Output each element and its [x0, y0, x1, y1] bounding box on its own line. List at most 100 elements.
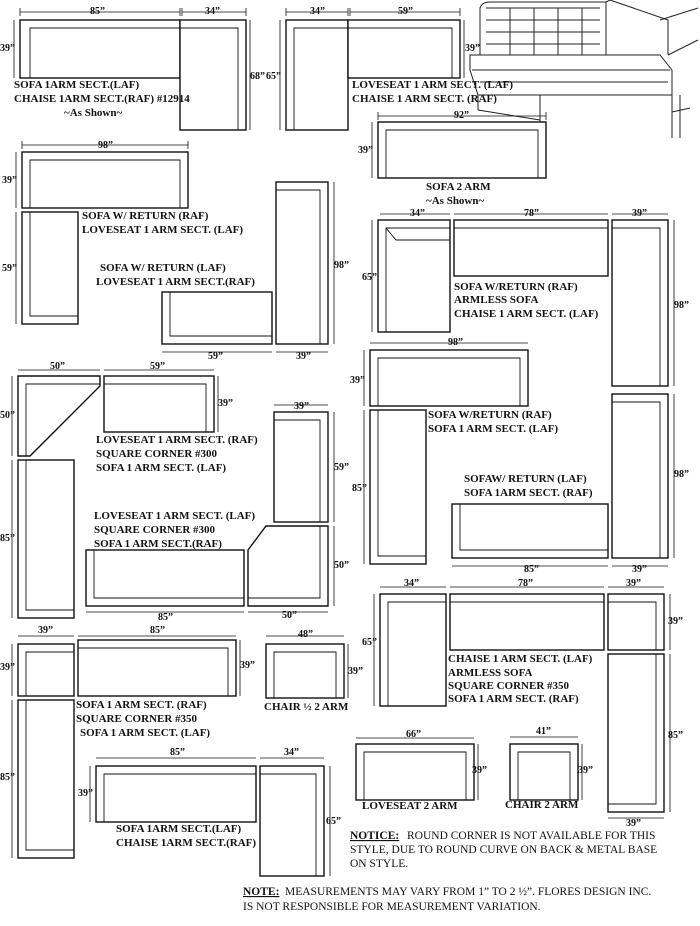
dim-width-34: 34”: [310, 6, 325, 17]
dim-width-85: 85”: [170, 747, 185, 758]
sofa-2arm-piece: [377, 121, 547, 179]
label-line: SOFA 1 ARM SECT. (RAF): [76, 699, 207, 711]
loveseat-1arm-raf-piece: [103, 375, 215, 433]
config-sofa-chaise-raf: 85” 34” 39” 65” SOFA 1ARM SECT.(LAF) CHA…: [78, 747, 341, 877]
label-line: SQUARE CORNER #300: [94, 524, 216, 536]
chair-half-label: CHAIR ½ 2 ARM: [264, 701, 349, 713]
config-loveseat-corner300-sofa: 50” 59” 50” 39” 85” LOVESEAT 1 ARM SECT.…: [0, 361, 258, 619]
dim-width-39: 39”: [294, 401, 309, 412]
note-line: IS NOT RESPONSIBLE FOR MEASUREMENT VARIA…: [243, 901, 541, 913]
dim-depth-39: 39”: [472, 765, 487, 776]
label-line: CHAISE 1ARM SECT.(RAF): [116, 837, 256, 849]
dim-depth-65: 65”: [362, 272, 377, 283]
chair-half-2arm-piece: [265, 643, 345, 699]
label-line: SOFA 1 ARM SECT. (LAF): [428, 423, 558, 435]
label-line: CHAISE 1 ARM SECT. (LAF): [454, 308, 599, 320]
notice-line: ROUND CORNER IS NOT AVAILABLE FOR THIS: [407, 830, 655, 842]
dim-width-41: 41”: [536, 726, 551, 737]
notice-heading: NOTICE:: [350, 830, 399, 842]
loveseat-1arm-laf-piece: [347, 19, 461, 79]
dim-width-78: 78”: [518, 578, 533, 589]
sofa-with-return-piece: [369, 349, 529, 407]
dim-width-85: 85”: [150, 625, 165, 636]
armless-sofa-piece: [453, 219, 609, 277]
sofa-1arm-laf-piece: [17, 459, 75, 619]
dim-depth-59: 59”: [334, 462, 349, 473]
notice-line: ON STYLE.: [350, 858, 408, 870]
sofa-1arm-laf-piece: [95, 765, 257, 823]
label-line: SOFA W/ RETURN (LAF): [100, 262, 226, 274]
dim-depth-39: 39”: [578, 765, 593, 776]
label-line: SOFA W/ RETURN (RAF): [82, 210, 209, 222]
config-loveseat-2arm: 66” 39” LOVESEAT 2 ARM: [355, 729, 487, 812]
dim-depth-65: 65”: [326, 816, 341, 827]
label-line: SOFA W/RETURN (RAF): [454, 281, 578, 293]
note-block: NOTE: MEASUREMENTS MAY VARY FROM 1” TO 2…: [243, 886, 651, 913]
dim-width-92: 92”: [454, 110, 469, 121]
sofa-1arm-laf-piece: [19, 19, 181, 79]
label-line: LOVESEAT 1 ARM SECT. (LAF): [94, 510, 255, 522]
dim-depth-39: 39”: [2, 175, 17, 186]
config-loveseat-corner300-sofa-raf: 39” 59” 50” 85” 50” LOVESEAT 1 ARM SECT.…: [85, 401, 349, 623]
label-line: SOFA 1ARM SECT.(LAF): [14, 79, 140, 91]
chaise-1arm-laf-piece: [379, 593, 447, 707]
dim-depth-65: 65”: [266, 71, 281, 82]
loveseat-2arm-label: LOVESEAT 2 ARM: [362, 800, 458, 812]
label-line: SOFA 1ARM SECT.(LAF): [116, 823, 242, 835]
dim-depth-39: 39”: [78, 788, 93, 799]
dim-width-39: 39”: [38, 625, 53, 636]
config-chaise-armless-corner350-sofa: 34” 78” 39” 65” 39” 85” 39” CHAISE 1 ARM…: [362, 578, 683, 829]
dim-depth-39: 39”: [465, 43, 480, 54]
dim-depth-65: 65”: [362, 637, 377, 648]
dim-depth-39: 39”: [0, 662, 15, 673]
label-line: ~As Shown~: [426, 195, 484, 207]
sofa-with-return-piece: [377, 219, 451, 333]
label-line: ARMLESS SOFA: [454, 294, 539, 306]
dim-width-85: 85”: [158, 612, 173, 623]
square-corner-350-piece: [607, 593, 665, 651]
dim-depth-39: 39”: [218, 398, 233, 409]
config-chair-2arm: 41” 39” CHAIR 2 ARM: [505, 726, 593, 811]
sofa-1arm-laf-piece: [369, 409, 427, 565]
config-chair-half: 48” 39” CHAIR ½ 2 ARM: [264, 629, 363, 713]
dim-depth-50: 50”: [334, 560, 349, 571]
notice-line: STYLE, DUE TO ROUND CURVE ON BACK & META…: [350, 844, 657, 856]
config-sofa-return-raf-sofa: 98” 39” 85” SOFA W/RETURN (RAF) SOFA 1 A…: [350, 337, 558, 565]
sofa-with-return-piece: [611, 393, 669, 559]
square-corner-300-piece: [247, 525, 329, 607]
dim-depth-59: 59”: [2, 263, 17, 274]
dim-depth-39: 39”: [350, 375, 365, 386]
dim-width-50: 50”: [282, 610, 297, 621]
loveseat-1arm-laf-piece: [21, 211, 79, 325]
sofa-sketch-illustration: [469, 0, 699, 139]
dim-width-34: 34”: [284, 747, 299, 758]
dim-width-39: 39”: [296, 351, 311, 362]
note-heading: NOTE:: [243, 886, 279, 898]
sofa-1arm-raf-piece: [607, 653, 665, 813]
label-line: LOVESEAT 1 ARM SECT. (LAF): [352, 79, 513, 91]
dim-depth-85: 85”: [668, 730, 683, 741]
sofa-with-return-piece: [275, 181, 329, 345]
armless-sofa-piece: [449, 593, 605, 651]
config-sofa-corner350-sofa: 39” 85” 39” 39” 85” SOFA 1 ARM SECT. (RA…: [0, 625, 255, 859]
dim-width-50: 50”: [50, 361, 65, 372]
dim-width-78: 78”: [524, 208, 539, 219]
dim-width-85: 85”: [524, 564, 539, 575]
label-line: SOFA W/RETURN (RAF): [428, 409, 552, 421]
dim-depth-39: 39”: [668, 616, 683, 627]
dim-width-98: 98”: [448, 337, 463, 348]
dim-width-85: 85”: [90, 6, 105, 17]
label-line: LOVESEAT 1 ARM SECT. (RAF): [96, 434, 258, 446]
dim-depth-39: 39”: [0, 43, 15, 54]
config-sofa-armless-chaise: 34” 78” 39” 65” 98” SOFA W/RETURN (RAF) …: [362, 208, 689, 387]
dim-width-98: 98”: [98, 140, 113, 151]
dim-depth-68: 68”: [250, 71, 265, 82]
dim-depth-85: 85”: [0, 772, 15, 783]
chaise-1arm-raf-piece: [179, 19, 247, 131]
label-line: SQUARE CORNER #350: [76, 713, 198, 725]
config-sofa-return-laf: 59” 39” 98” SOFA W/ RETURN (LAF) LOVESEA…: [96, 181, 349, 362]
loveseat-1arm-laf-piece: [273, 411, 329, 523]
label-line: LOVESEAT 1 ARM SECT.(RAF): [96, 276, 255, 288]
label-line: CHAISE 1 ARM SECT. (LAF): [448, 653, 593, 665]
sofa-1arm-laf-piece: [17, 699, 75, 859]
